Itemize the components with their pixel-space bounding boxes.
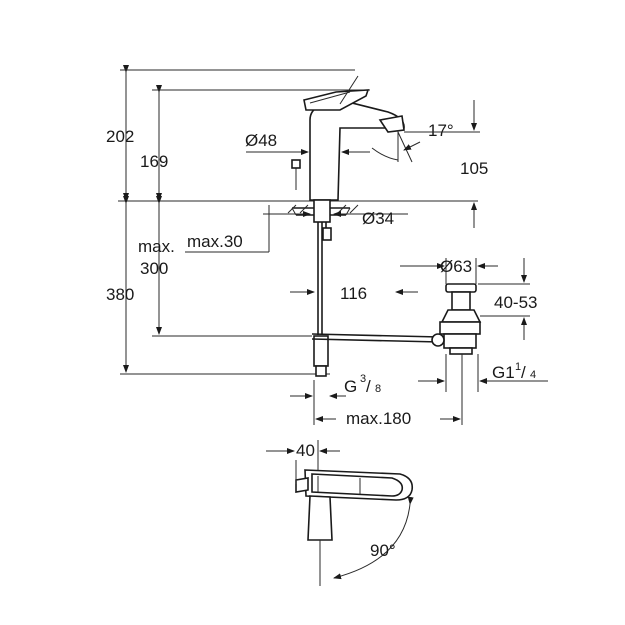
label-angle-90: 90° <box>370 541 396 560</box>
dimension-g-three-eighths: G 3 / 8 <box>290 373 381 399</box>
label-diameter-34: Ø34 <box>362 209 394 228</box>
label-angle-17: 17° <box>428 121 454 140</box>
faucet-top-view <box>295 440 414 586</box>
svg-text:/: / <box>366 377 371 396</box>
dimension-max-180: max.180 <box>313 380 463 428</box>
faucet-side-view <box>287 75 441 377</box>
dimension-max-300: max. 300 <box>138 196 312 337</box>
label-diameter-48: Ø48 <box>245 131 277 150</box>
label-300: 300 <box>140 259 168 278</box>
label-116: 116 <box>340 284 367 303</box>
dimension-angle-17: 17° <box>371 121 454 163</box>
label-40: 40 <box>296 441 315 460</box>
label-g-num: 3 <box>360 373 366 385</box>
label-40-53: 40-53 <box>494 293 537 312</box>
dimension-diameter-34: Ø34 <box>263 209 408 228</box>
dimension-40: 40 <box>266 441 340 460</box>
dimension-angle-90: 90° <box>333 496 414 580</box>
label-202: 202 <box>106 127 134 146</box>
label-diameter-63: Ø63 <box>440 257 472 276</box>
dimension-diameter-63: Ø63 <box>400 257 498 284</box>
dimension-40-53: 40-53 <box>478 258 537 340</box>
label-g-den: 8 <box>375 383 381 395</box>
label-g1: G1 <box>492 363 515 382</box>
dimension-max-30: max.30 <box>185 205 270 253</box>
dimension-g1-quarter: G1 1 / 4 <box>418 354 548 392</box>
label-max-30: max.30 <box>187 232 243 251</box>
dimension-diameter-48: Ø48 <box>245 131 370 155</box>
label-g1-num: 1 <box>515 361 521 373</box>
waste-valve <box>431 283 482 420</box>
dimension-202: 202 <box>106 65 355 201</box>
label-169: 169 <box>140 152 168 171</box>
svg-text:/: / <box>521 363 526 382</box>
dimension-380: 380 <box>106 196 330 375</box>
label-105: 105 <box>460 159 488 178</box>
label-max: max. <box>138 237 175 256</box>
dimension-105: 105 <box>404 100 488 228</box>
label-380: 380 <box>106 285 134 304</box>
label-g: G <box>344 377 357 396</box>
dimension-116: 116 <box>290 284 418 303</box>
label-g1-den: 4 <box>530 369 536 381</box>
label-max-180: max.180 <box>346 409 411 428</box>
dimension-169: 169 <box>140 85 370 201</box>
